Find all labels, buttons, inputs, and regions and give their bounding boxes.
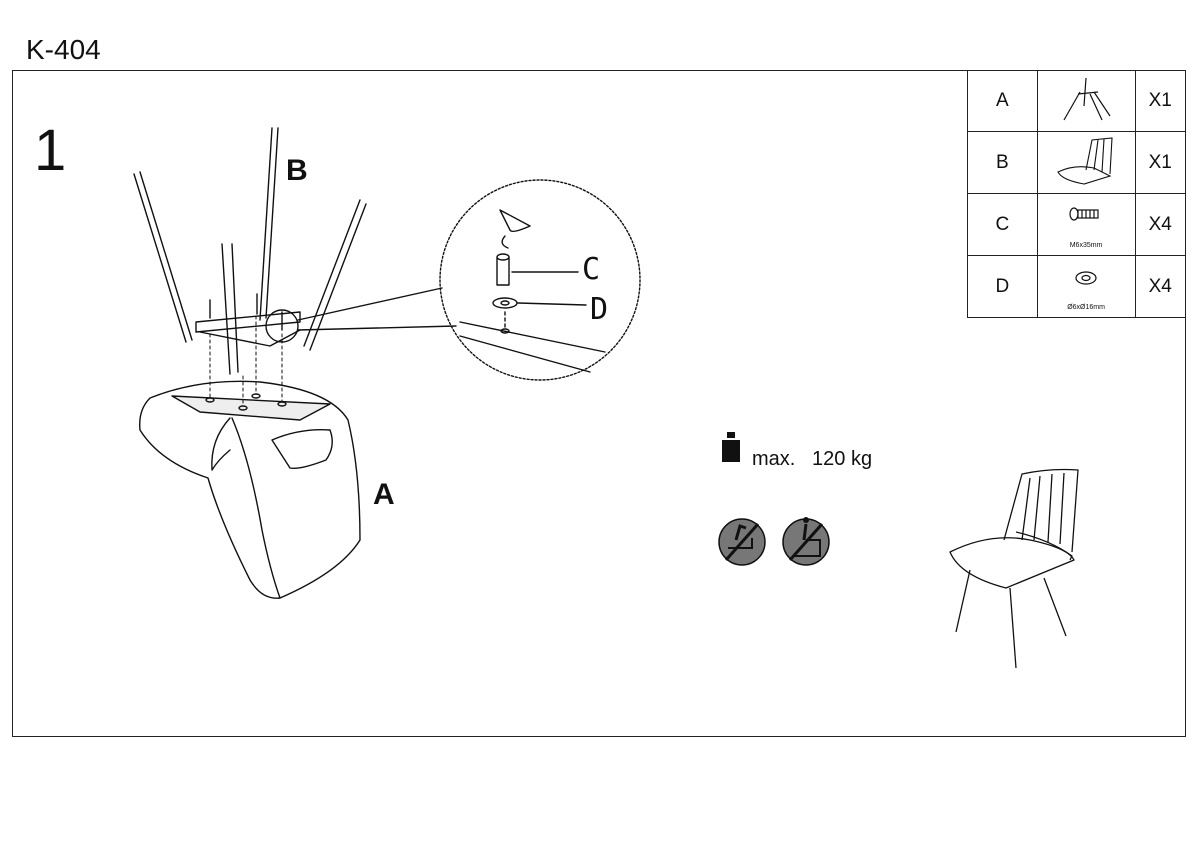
parts-row: D Ø6xØ16mm X4 <box>967 255 1187 318</box>
part-qty: X1 <box>1134 70 1187 132</box>
part-caption: Ø6xØ16mm <box>1067 304 1105 311</box>
chair-seat-icon <box>1036 131 1136 194</box>
callout-c-label: C <box>582 252 601 287</box>
parts-row: A X1 <box>967 70 1187 132</box>
part-qty: X4 <box>1134 193 1187 256</box>
step-number: 1 <box>34 118 67 183</box>
parts-row: B X1 <box>967 131 1187 194</box>
parts-table: A X1 B X1 C M6x35mm X4 <box>967 70 1187 318</box>
max-load-value: 120 kg <box>812 448 873 470</box>
part-key: D <box>967 255 1038 318</box>
max-load-text: max. 120 kg <box>752 448 872 471</box>
parts-row: C M6x35mm X4 <box>967 193 1187 256</box>
seat-shell-outline <box>139 380 361 599</box>
part-a-label: A <box>373 478 395 511</box>
part-caption: M6x35mm <box>1069 242 1103 249</box>
no-climbing-icon <box>782 517 830 566</box>
weight-icon <box>722 432 740 462</box>
part-key: B <box>967 131 1038 194</box>
assembled-chair-illustration <box>949 468 1079 669</box>
instruction-frame <box>12 70 1186 737</box>
model-title: K-404 <box>26 34 101 65</box>
part-b-label: B <box>286 154 308 187</box>
part-qty: X1 <box>1134 131 1187 194</box>
legs-frame-icon <box>1036 70 1136 132</box>
washer-icon: Ø6xØ16mm <box>1036 255 1136 318</box>
part-key: A <box>967 70 1038 132</box>
part-key: C <box>967 193 1038 256</box>
part-qty: X4 <box>1134 255 1187 318</box>
no-standing-on-chair-icon <box>718 518 766 566</box>
bolt-icon: M6x35mm <box>1036 193 1136 256</box>
max-load-label: max. <box>752 448 796 470</box>
callout-d-label: D <box>590 292 609 327</box>
